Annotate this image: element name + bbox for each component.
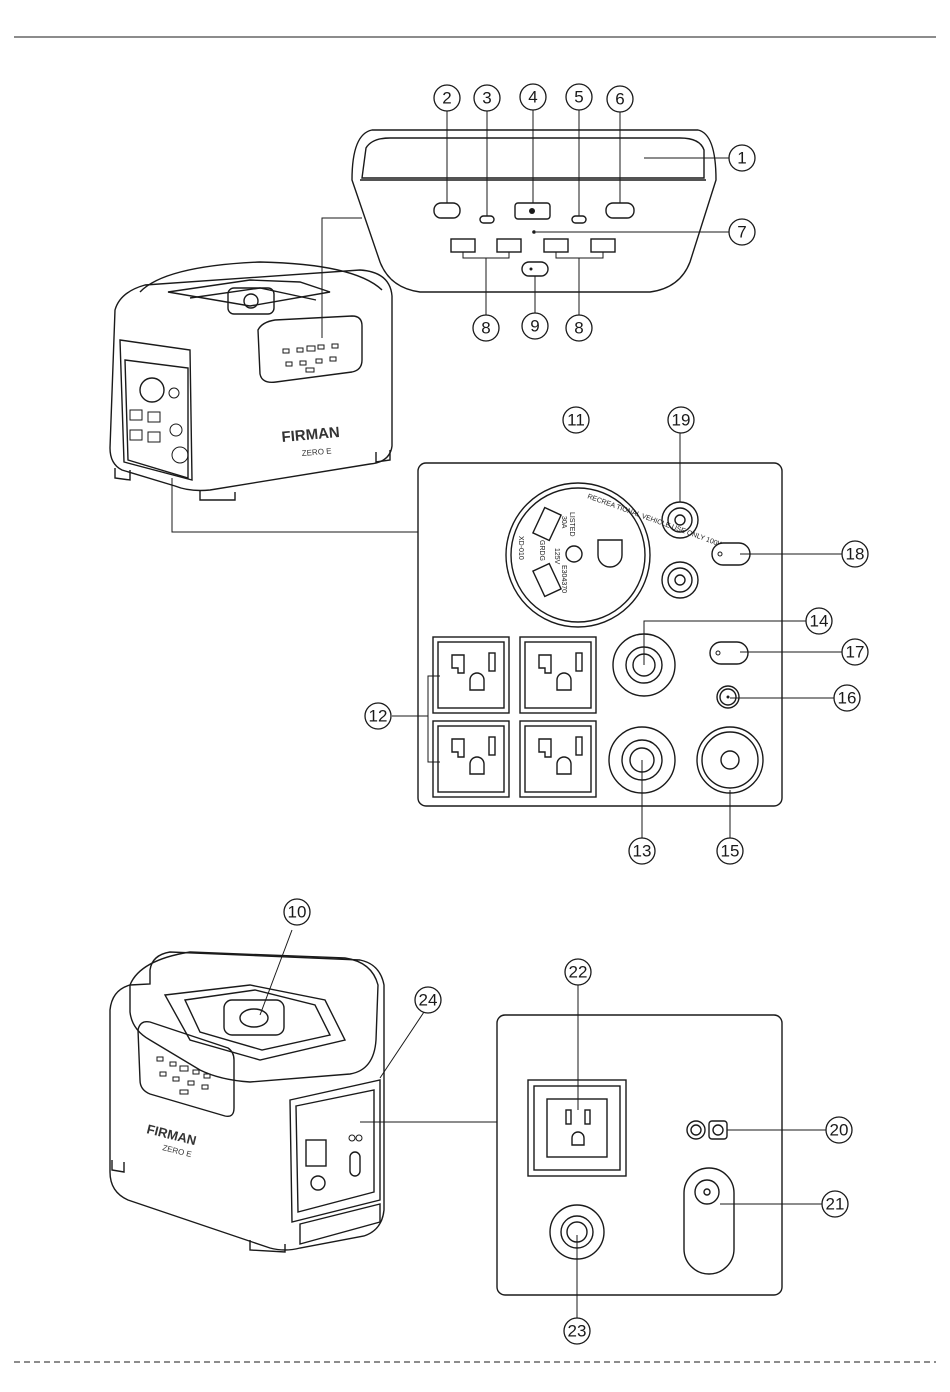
usb-a-port — [497, 239, 521, 252]
callout-19: 19 — [668, 407, 694, 433]
svg-text:11: 11 — [567, 411, 585, 430]
callout-18: 18 — [842, 541, 868, 567]
rv-receptacle-11: RECREA TIONAL VEHICLE USE ONLY 100W DA X… — [506, 483, 736, 627]
callout-13: 13 — [629, 838, 655, 864]
rv-receptacle-model: XD-010 — [517, 536, 524, 560]
svg-text:8: 8 — [574, 319, 583, 338]
svg-text:13: 13 — [633, 842, 652, 861]
svg-text:18: 18 — [846, 545, 865, 564]
svg-text:9: 9 — [530, 317, 539, 336]
callout-12: 12 — [365, 703, 391, 729]
callout-4: 4 — [520, 84, 546, 110]
usb-a-port — [451, 239, 475, 252]
indicator-5 — [572, 216, 586, 223]
callout-14: 14 — [806, 608, 832, 634]
button-9 — [522, 262, 548, 276]
callout-24: 24 — [415, 987, 441, 1013]
button-6 — [606, 203, 634, 218]
svg-text:5: 5 — [574, 88, 583, 107]
rv-receptacle-code: E304370 — [560, 565, 567, 593]
callout-9: 9 — [522, 313, 548, 339]
rv-receptacle-ground: GRDG — [538, 540, 545, 561]
svg-text:22: 22 — [569, 963, 588, 982]
dc-back-panel-diagram — [497, 985, 826, 1318]
rv-receptacle-ring-text: RECREA TIONAL VEHICLE USE ONLY 100W DA — [586, 493, 735, 553]
svg-text:2: 2 — [442, 89, 451, 108]
indicator-dot-7 — [532, 230, 536, 234]
svg-text:3: 3 — [482, 89, 491, 108]
usb-c-port-4-center — [529, 208, 535, 214]
callout-17: 17 — [842, 639, 868, 665]
callout-22: 22 — [565, 959, 591, 985]
callout-21: 21 — [822, 1191, 848, 1217]
svg-text:24: 24 — [419, 991, 438, 1010]
model-logo-front: ZERO E — [301, 446, 331, 458]
callout-11: 11 — [563, 407, 589, 433]
callout-7: 7 — [729, 219, 755, 245]
brand-logo-back: FIRMAN — [145, 1121, 198, 1148]
svg-text:21: 21 — [826, 1195, 845, 1214]
usb-a-port — [544, 239, 568, 252]
button-2 — [434, 203, 460, 218]
svg-text:12: 12 — [369, 707, 388, 726]
svg-text:17: 17 — [846, 643, 865, 662]
ac-outlets-12 — [433, 637, 596, 797]
svg-text:10: 10 — [288, 903, 307, 922]
callout-1: 1 — [729, 145, 755, 171]
usb-a-port — [591, 239, 615, 252]
callout-5: 5 — [566, 84, 592, 110]
callout-23: 23 — [564, 1318, 590, 1344]
callout-8-right: 8 — [566, 315, 592, 341]
callout-10: 10 — [284, 899, 310, 925]
indicator-3 — [480, 216, 494, 223]
device-front-view: FIRMAN ZERO E — [110, 262, 418, 532]
rv-receptacle-rating-current: 30A — [560, 516, 567, 529]
callout-8-left: 8 — [473, 315, 499, 341]
ac-side-panel-diagram: RECREA TIONAL VEHICLE USE ONLY 100W DA X… — [392, 432, 842, 838]
rv-receptacle-rating-voltage: 125V — [553, 548, 560, 565]
svg-text:8: 8 — [481, 319, 490, 338]
control-panel-diagram — [322, 110, 730, 338]
callout-15: 15 — [717, 838, 743, 864]
callout-20: 20 — [826, 1117, 852, 1143]
svg-text:1: 1 — [737, 149, 746, 168]
callout-16: 16 — [834, 685, 860, 711]
svg-text:4: 4 — [528, 88, 537, 107]
callout-2: 2 — [434, 85, 460, 111]
svg-text:23: 23 — [568, 1322, 587, 1341]
rv-receptacle-listed: LISTED — [568, 512, 575, 537]
brand-logo-front: FIRMAN — [281, 424, 341, 446]
svg-text:6: 6 — [615, 90, 624, 109]
svg-text:14: 14 — [810, 612, 829, 631]
callout-3: 3 — [474, 85, 500, 111]
svg-text:20: 20 — [830, 1121, 849, 1140]
callout-6: 6 — [607, 86, 633, 112]
svg-text:19: 19 — [672, 411, 691, 430]
svg-text:16: 16 — [838, 689, 857, 708]
svg-text:7: 7 — [737, 223, 746, 242]
device-back-view: FIRMAN ZERO E — [110, 930, 497, 1252]
svg-text:15: 15 — [721, 842, 740, 861]
